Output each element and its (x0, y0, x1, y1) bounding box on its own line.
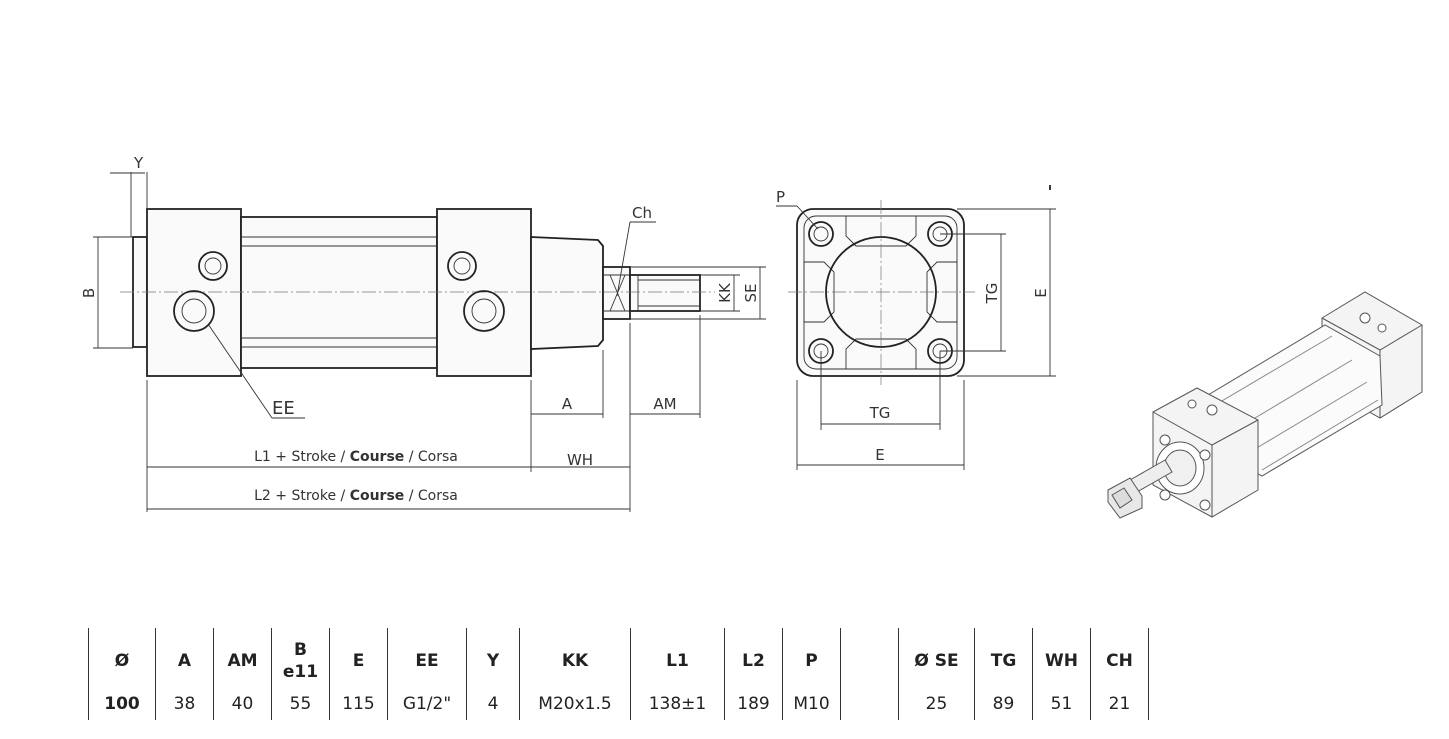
value-cell: 51 (1032, 694, 1091, 720)
value-cell: G1/2" (387, 694, 467, 720)
front-port (463, 290, 505, 332)
value-cell: M10 (782, 694, 841, 720)
label-p: P (776, 188, 785, 206)
rear-screw (198, 251, 228, 281)
label-e-horizontal: E (875, 446, 884, 464)
value-cell: 138±1 (630, 694, 725, 720)
header-cell: WH (1032, 628, 1091, 694)
value-cell: 55 (271, 694, 330, 720)
label-am: AM (653, 395, 676, 413)
barrel (240, 216, 438, 369)
value-cell: 21 (1090, 694, 1149, 720)
header-cell: KK (519, 628, 631, 694)
rear-cap (146, 208, 242, 377)
label-l1: L1 + Stroke / Course / Corsa (254, 449, 458, 465)
header-cell-empty (840, 628, 899, 694)
label-b: B (80, 288, 98, 298)
header-cell: Ø (88, 628, 156, 694)
label-e-vertical: E (1032, 288, 1050, 297)
value-cell: M20x1.5 (519, 694, 631, 720)
label-tg-horizontal: TG (869, 404, 891, 422)
label-tg-vertical: TG (983, 283, 1001, 305)
piston-rod (602, 266, 631, 320)
header-cell: EE (387, 628, 467, 694)
rod-thread (629, 274, 701, 312)
header-cell: P (782, 628, 841, 694)
label-wh: WH (567, 451, 593, 469)
label-y: Y (133, 154, 144, 172)
technical-drawing: Y B Ch KK SE EE A AM (80, 154, 1423, 519)
label-ee: EE (272, 398, 295, 419)
header-cell: L2 (724, 628, 783, 694)
label-l2: L2 + Stroke / Course / Corsa (254, 488, 458, 504)
end-view: P TG E TG E (776, 185, 1056, 470)
value-cell: 189 (724, 694, 783, 720)
label-kk: KK (716, 282, 734, 303)
value-cell: 38 (155, 694, 214, 720)
header-cell: Ø SE (898, 628, 975, 694)
table-value-row: 100 38 40 55 115 G1/2" 4 M20x1.5 138±1 1… (88, 694, 1149, 720)
header-cell: Y (466, 628, 520, 694)
header-cell: A (155, 628, 214, 694)
header-cell: E (329, 628, 388, 694)
value-cell: 100 (88, 694, 156, 720)
label-se: SE (742, 284, 760, 303)
header-cell: TG (974, 628, 1033, 694)
isometric-view (1107, 291, 1423, 519)
rear-port (173, 290, 215, 332)
label-a: A (562, 395, 573, 413)
front-cap (436, 208, 532, 377)
bore-circle (825, 236, 937, 348)
value-cell-empty (840, 694, 899, 720)
end-plate (796, 208, 965, 377)
side-view: Y B Ch KK SE EE A AM (80, 154, 766, 512)
value-cell: 40 (213, 694, 272, 720)
value-cell: 89 (974, 694, 1033, 720)
header-cell: AM (213, 628, 272, 694)
value-cell: 25 (898, 694, 975, 720)
front-screw (447, 251, 477, 281)
header-cell: CH (1090, 628, 1149, 694)
header-cell: L1 (630, 628, 725, 694)
value-cell: 115 (329, 694, 388, 720)
value-cell: 4 (466, 694, 520, 720)
label-ch: Ch (632, 204, 652, 222)
front-boss (530, 236, 604, 350)
